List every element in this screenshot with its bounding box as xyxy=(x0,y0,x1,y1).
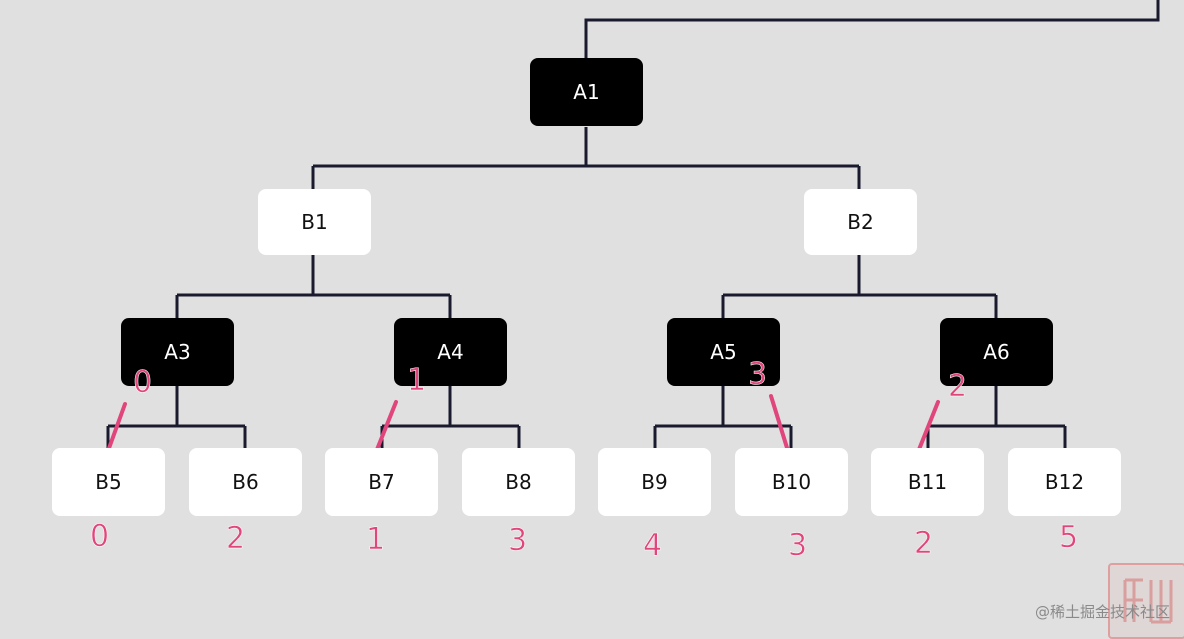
node-b6: B6 xyxy=(189,448,302,516)
node-b8: B8 xyxy=(462,448,575,516)
node-a5: A5 xyxy=(667,318,780,386)
watermark-seal-logo xyxy=(1108,563,1184,639)
node-b12: B12 xyxy=(1008,448,1121,516)
node-a3: A3 xyxy=(121,318,234,386)
node-b9: B9 xyxy=(598,448,711,516)
upper-mark-a3: 0 xyxy=(133,365,153,400)
node-a1: A1 xyxy=(530,58,643,126)
bottom-value-b11: 2 xyxy=(914,526,934,561)
node-b10: B10 xyxy=(735,448,848,516)
upper-mark-a6: 2 xyxy=(948,369,968,404)
node-b1: B1 xyxy=(258,189,371,255)
upper-mark-a4: 1 xyxy=(407,363,427,398)
node-a6: A6 xyxy=(940,318,1053,386)
bottom-value-b9: 4 xyxy=(643,528,663,563)
upper-mark-a5: 3 xyxy=(748,357,768,392)
bottom-value-b10: 3 xyxy=(788,528,808,563)
node-a4: A4 xyxy=(394,318,507,386)
bottom-value-b5: 0 xyxy=(90,519,110,554)
node-b11: B11 xyxy=(871,448,984,516)
bottom-value-b8: 3 xyxy=(508,523,528,558)
node-b7: B7 xyxy=(325,448,438,516)
bottom-value-b6: 2 xyxy=(226,521,246,556)
watermark-text: @稀土掘金技术社区 xyxy=(1034,603,1170,621)
node-b2: B2 xyxy=(804,189,917,255)
bottom-value-b7: 1 xyxy=(366,522,386,557)
bottom-value-b12: 5 xyxy=(1059,520,1079,555)
node-b5: B5 xyxy=(52,448,165,516)
